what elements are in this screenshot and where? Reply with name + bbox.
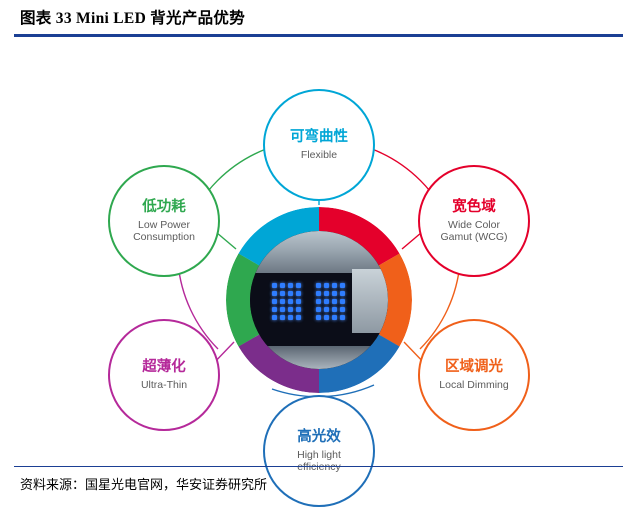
- node-ultra-thin-subtitle: Ultra-Thin: [140, 378, 188, 391]
- node-low-power-consumption-title: 低功耗: [142, 198, 186, 215]
- node-flexible-subtitle: Flexible: [300, 148, 338, 161]
- hub-photo: [250, 230, 388, 369]
- node-ultra-thin-title: 超薄化: [142, 358, 186, 375]
- figure-footer: 资料来源：国星光电官网，华安证券研究所: [14, 466, 623, 493]
- photo-highlight-right: [352, 269, 388, 333]
- node-wide-color-gamut[interactable]: 宽色域 Wide Color Gamut (WCG): [418, 164, 530, 277]
- led-array-right: [316, 282, 345, 320]
- node-local-dimming[interactable]: 区域调光 Local Dimming: [418, 318, 530, 431]
- node-ultra-thin[interactable]: 超薄化 Ultra-Thin: [108, 318, 220, 431]
- mini-led-advantages-diagram: 可弯曲性 Flexible 宽色域 Wide Color Gamut (WCG)…: [14, 37, 623, 507]
- photo-highlight-bottom: [250, 346, 388, 369]
- source-note: 资料来源：国星光电官网，华安证券研究所: [20, 477, 268, 492]
- node-low-power-consumption-subtitle-line1: Low Power: [138, 218, 190, 231]
- node-wide-color-gamut-title: 宽色域: [452, 198, 496, 215]
- figure-title-bar: 图表 33 Mini LED 背光产品优势: [14, 0, 623, 34]
- node-low-power-consumption-subtitle-line2: Consumption: [133, 230, 195, 243]
- backlight-photo: [250, 230, 388, 369]
- footer-divider: [14, 466, 623, 467]
- node-flexible-title: 可弯曲性: [290, 128, 348, 145]
- node-wide-color-gamut-subtitle-line1: Wide Color: [448, 218, 500, 231]
- node-wide-color-gamut-subtitle-line2: Gamut (WCG): [440, 230, 508, 243]
- node-flexible[interactable]: 可弯曲性 Flexible: [263, 88, 375, 201]
- node-low-power-consumption[interactable]: 低功耗 Low Power Consumption: [108, 164, 220, 277]
- node-high-light-efficiency-title: 高光效: [297, 428, 341, 445]
- title-divider-top: [14, 34, 623, 37]
- node-high-light-efficiency-subtitle-line1: High light: [297, 448, 341, 461]
- node-high-light-efficiency[interactable]: 高光效 High light efficiency: [263, 394, 375, 507]
- page-title: 图表 33 Mini LED 背光产品优势: [20, 10, 246, 27]
- photo-highlight-top: [250, 230, 388, 274]
- hub-ring: [226, 206, 412, 393]
- node-local-dimming-subtitle: Local Dimming: [439, 378, 509, 391]
- node-local-dimming-title: 区域调光: [445, 358, 503, 375]
- led-array-left: [272, 282, 301, 320]
